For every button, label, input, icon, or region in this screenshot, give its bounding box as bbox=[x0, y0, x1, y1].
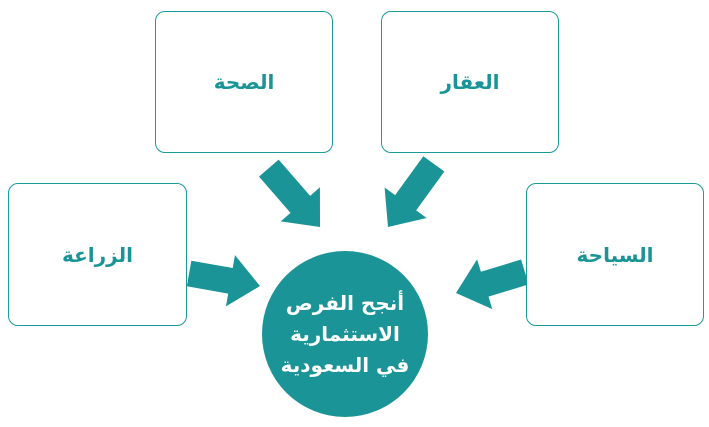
center-line-3: في السعودية bbox=[280, 352, 410, 377]
box-real-estate-label: العقار bbox=[440, 70, 500, 94]
box-health-label: الصحة bbox=[213, 70, 275, 94]
center-title: أنجح الفرص الاستثمارية في السعودية bbox=[281, 288, 410, 381]
arrow-from-agriculture bbox=[186, 255, 260, 307]
arrow-from-realestate bbox=[384, 156, 445, 227]
arrow-from-health bbox=[259, 159, 320, 227]
box-real-estate: العقار bbox=[381, 11, 559, 153]
box-agriculture: الزراعة bbox=[8, 183, 187, 326]
center-line-1: أنجح الفرص bbox=[285, 290, 405, 315]
center-line-2: الاستثمارية bbox=[290, 321, 400, 346]
box-tourism-label: السياحة bbox=[576, 242, 654, 267]
arrow-from-tourism bbox=[456, 259, 529, 310]
center-circle: أنجح الفرص الاستثمارية في السعودية bbox=[262, 251, 428, 417]
box-agriculture-label: الزراعة bbox=[62, 242, 133, 267]
box-health: الصحة bbox=[155, 11, 333, 153]
box-tourism: السياحة bbox=[526, 183, 704, 326]
